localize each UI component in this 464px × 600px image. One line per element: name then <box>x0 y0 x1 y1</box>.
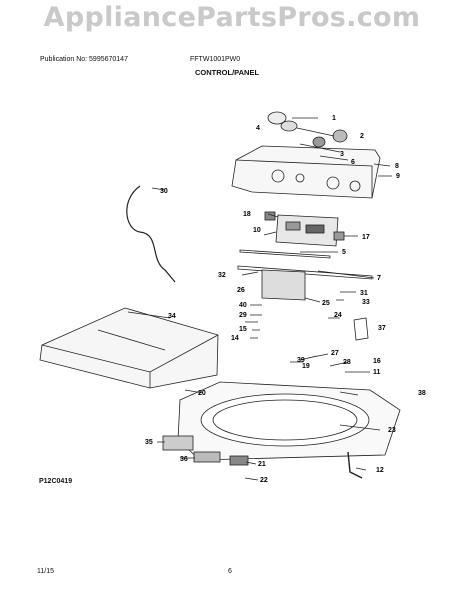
board-component <box>285 221 301 231</box>
console-knob-hole <box>295 173 305 183</box>
callout-18: 18 <box>243 211 251 218</box>
callout-14: 14 <box>231 335 239 342</box>
knob-part <box>312 136 326 148</box>
callout-23: 23 <box>388 427 396 434</box>
callout-37: 37 <box>378 325 386 332</box>
tub-opening <box>200 393 370 447</box>
callout-30: 30 <box>160 188 168 195</box>
lid-lock-part <box>229 455 249 466</box>
callout-8: 8 <box>395 163 399 170</box>
board-component <box>305 224 325 234</box>
callout-12: 12 <box>376 467 384 474</box>
lid-part <box>39 307 219 389</box>
callout-40: 40 <box>239 302 247 309</box>
callout-32: 32 <box>218 272 226 279</box>
callout-9: 9 <box>396 173 400 180</box>
model-number: FFTW1001PW0 <box>190 56 241 63</box>
callout-19: 19 <box>302 363 310 370</box>
callout-31: 31 <box>360 290 368 297</box>
callout-16: 16 <box>373 358 381 365</box>
callout-21: 21 <box>258 461 266 468</box>
module-box <box>261 269 306 301</box>
diagram-code: P12C0419 <box>39 478 73 485</box>
trim-strip <box>239 249 331 259</box>
callout-38: 38 <box>418 390 426 397</box>
callout-33: 33 <box>362 299 370 306</box>
callout-39: 39 <box>297 357 305 364</box>
callout-34: 34 <box>168 313 176 320</box>
callout-20: 20 <box>198 390 206 397</box>
callout-1: 1 <box>332 115 336 122</box>
dispenser-part <box>193 451 221 463</box>
callout-36: 36 <box>180 456 188 463</box>
callout-28: 28 <box>343 359 351 366</box>
switch-part <box>333 231 345 241</box>
footer-date: 11/15 <box>37 568 54 575</box>
section-title: CONTROL/PANEL <box>195 68 260 77</box>
callout-17: 17 <box>362 234 370 241</box>
wire-part <box>347 451 363 479</box>
callout-29: 29 <box>239 312 247 319</box>
publication-number: Publication No: 5995670147 <box>40 56 128 63</box>
callout-labels: 1 2 3 4 5 6 7 8 9 10 11 12 14 15 16 17 1… <box>145 115 426 484</box>
callout-5: 5 <box>342 249 346 256</box>
watermark: AppliancePartsPros.com <box>43 2 421 33</box>
callout-24: 24 <box>334 312 342 319</box>
callout-35: 35 <box>145 439 153 446</box>
callout-4: 4 <box>256 125 260 132</box>
callout-22: 22 <box>260 477 268 484</box>
knob-part <box>332 129 348 143</box>
callout-11: 11 <box>373 369 381 376</box>
callout-26: 26 <box>237 287 245 294</box>
console-knob-hole <box>271 169 285 183</box>
callout-7: 7 <box>377 275 381 282</box>
callout-15: 15 <box>239 326 247 333</box>
callout-2: 2 <box>360 133 364 140</box>
bracket-part <box>353 317 369 341</box>
callout-10: 10 <box>253 227 261 234</box>
knob-part <box>280 120 298 132</box>
page-number: 6 <box>228 568 232 575</box>
hose-part <box>126 185 176 283</box>
callout-27: 27 <box>331 350 339 357</box>
knob-part <box>267 111 287 125</box>
console-knob-hole <box>349 180 361 192</box>
callout-3: 3 <box>340 151 344 158</box>
console-knob-hole <box>326 176 340 190</box>
callout-6: 6 <box>351 159 355 166</box>
callout-25: 25 <box>322 300 330 307</box>
trim-strip <box>237 265 373 280</box>
dispenser-part <box>162 435 194 451</box>
